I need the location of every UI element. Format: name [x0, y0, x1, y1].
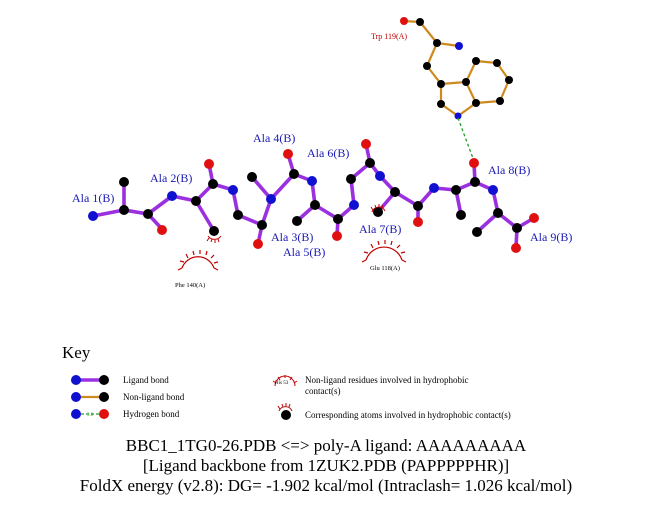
hydrogen-bond-sample: 3.0	[71, 409, 109, 419]
carbon-atom	[472, 227, 482, 237]
carbon-atom	[233, 210, 243, 220]
carbon-atom	[433, 39, 441, 47]
ligand-atoms	[88, 139, 539, 253]
corresponding-atom-sample	[277, 403, 293, 420]
nonligand-bond-label: Non-ligand bond	[123, 392, 185, 402]
carbon-atom	[310, 200, 320, 210]
nonligand-residues-line1: Non-ligand residues involved in hydropho…	[305, 375, 468, 385]
corresponding-atoms-label: Corresponding atoms involved in hydropho…	[305, 410, 511, 420]
hbond-distance-label: 3.0	[87, 413, 94, 418]
nitrogen-atom	[429, 183, 439, 193]
carbon-atom	[390, 187, 400, 197]
ala-4-label: Ala 4(B)	[253, 131, 295, 145]
oxygen-atom	[157, 225, 167, 235]
key-title: Key	[62, 343, 91, 362]
hydrogen-bond-label: Hydrogen bond	[123, 409, 180, 419]
oxygen-atom	[400, 17, 408, 25]
nitrogen-atom	[455, 42, 463, 50]
key-legend: Key Ligand bond Non-ligand bond 3.0 Hydr…	[62, 343, 511, 420]
ala-8-label: Ala 8(B)	[488, 163, 530, 177]
nonligand-residue-sample: His 53	[272, 375, 298, 387]
trp-119-bonds	[403, 19, 511, 117]
footer: BBC1_1TG0-26.PDB <=> poly-A ligand: AAAA…	[80, 436, 572, 495]
nonligand-bond-sample	[71, 392, 109, 402]
ala-2-label: Ala 2(B)	[150, 171, 192, 185]
nitrogen-atom	[488, 185, 498, 195]
carbon-atom	[416, 18, 424, 26]
carbon-atom	[451, 185, 461, 195]
carbon-atom	[119, 205, 129, 215]
carbon-atom	[257, 220, 267, 230]
glu-118-label: Glu 118(A)	[370, 265, 400, 272]
ala-1-label: Ala 1(B)	[72, 191, 114, 205]
nitrogen-atom	[349, 200, 359, 210]
carbon-atom	[472, 57, 480, 65]
nitrogen-atom	[266, 194, 276, 204]
carbon-atom	[413, 201, 423, 211]
glu-118-contact: Glu 118(A)	[361, 240, 407, 272]
oxygen-atom	[204, 159, 214, 169]
ala-7-label: Ala 7(B)	[359, 222, 401, 236]
carbon-atom	[493, 208, 503, 218]
nitrogen-atom	[307, 176, 317, 186]
carbon-atom	[373, 207, 383, 217]
carbon-atom	[292, 216, 302, 226]
footer-line-1: BBC1_1TG0-26.PDB <=> poly-A ligand: AAAA…	[126, 436, 527, 455]
ala-5-label: Ala 5(B)	[283, 245, 325, 259]
ligand-bond-label: Ligand bond	[123, 375, 169, 385]
footer-line-2: [Ligand backbone from 1ZUK2.PDB (PAPPPPP…	[143, 456, 509, 475]
carbon-atom	[143, 209, 153, 219]
oxygen-atom	[361, 139, 371, 149]
oxygen-atom	[413, 217, 423, 227]
oxygen-atom	[253, 239, 263, 249]
oxygen-atom	[332, 231, 342, 241]
carbon-atom	[209, 226, 219, 236]
phe-140-label: Phe 140(A)	[175, 282, 205, 289]
trp-119-residue: Trp 119(A)	[371, 17, 513, 120]
ala-6-label: Ala 6(B)	[307, 146, 349, 160]
carbon-atom	[333, 214, 343, 224]
carbon-atom	[496, 97, 504, 105]
carbon-atom	[437, 80, 445, 88]
ligand: Ala 1(B) Ala 2(B) Ala 3(B) Ala 4(B) Ala …	[72, 131, 572, 259]
carbon-atom	[470, 177, 480, 187]
carbon-atom	[462, 78, 470, 86]
nonligand-residues-line2: contact(s)	[305, 386, 340, 396]
carbon-atom	[346, 174, 356, 184]
trp-119-label: Trp 119(A)	[371, 32, 407, 41]
carbon-atom	[512, 223, 522, 233]
carbon-atom	[437, 100, 445, 108]
oxygen-atom	[283, 149, 293, 159]
carbon-atom	[208, 179, 218, 189]
carbon-atom	[365, 158, 375, 168]
ligand-contact-marks	[206, 204, 386, 243]
nitrogen-atom	[88, 211, 98, 221]
example-residue-label: His 53	[275, 381, 289, 386]
nitrogen-atom	[375, 171, 385, 181]
ligand-bond-sample	[71, 375, 109, 385]
carbon-atom	[456, 210, 466, 220]
oxygen-atom	[469, 158, 479, 168]
hydrogen-bond	[457, 117, 475, 162]
footer-line-3: FoldX energy (v2.8): DG= -1.902 kcal/mol…	[80, 476, 572, 495]
oxygen-atom	[511, 243, 521, 253]
nitrogen-atom	[454, 112, 462, 120]
carbon-atom	[423, 62, 431, 70]
carbon-atom	[505, 76, 513, 84]
nitrogen-atom	[228, 185, 238, 195]
carbon-atom	[493, 59, 501, 67]
carbon-atom	[289, 169, 299, 179]
carbon-atom	[247, 172, 257, 182]
ala-3-label: Ala 3(B)	[271, 230, 313, 244]
carbon-atom	[119, 177, 129, 187]
ala-9-label: Ala 9(B)	[530, 230, 572, 244]
carbon-atom	[472, 99, 480, 107]
oxygen-atom	[529, 213, 539, 223]
nitrogen-atom	[167, 191, 177, 201]
carbon-atom	[191, 196, 201, 206]
phe-140-contact: Phe 140(A)	[175, 250, 219, 289]
